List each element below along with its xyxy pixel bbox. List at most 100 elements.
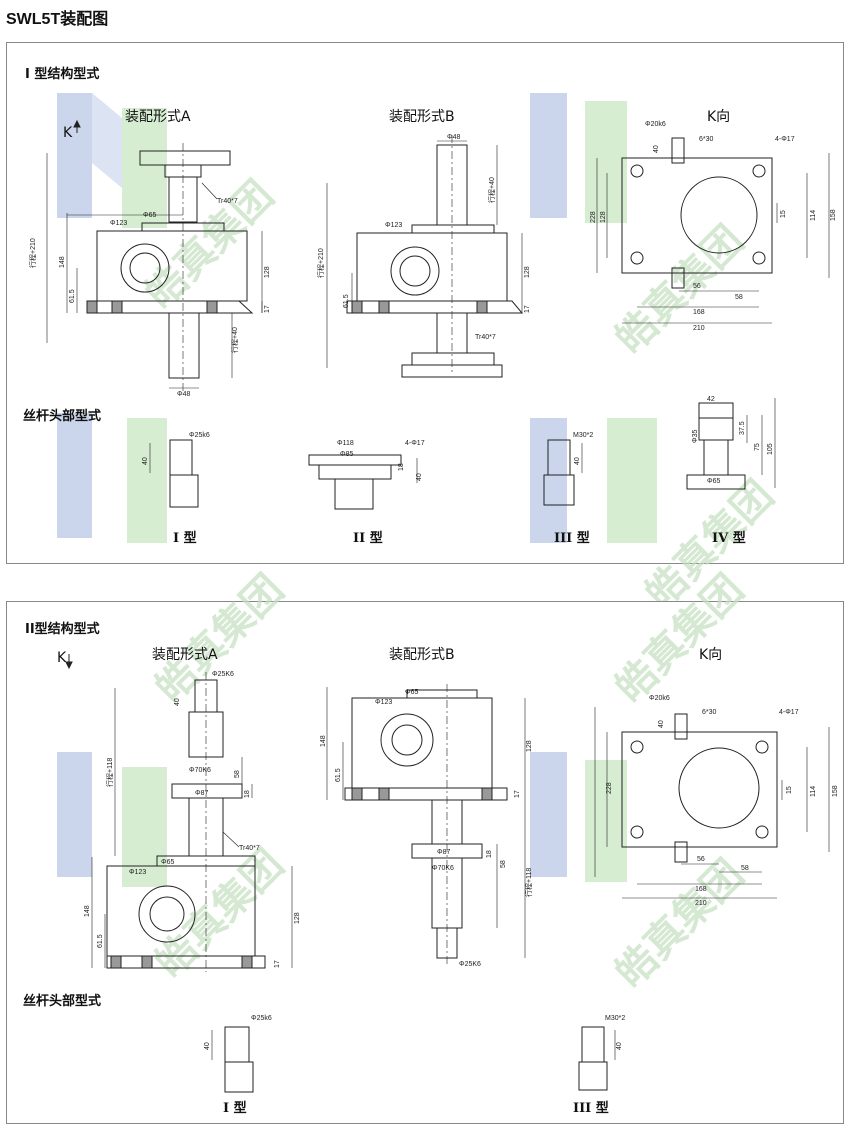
dim-label: 40 bbox=[574, 457, 581, 465]
dim-label: Tr40*7 bbox=[475, 334, 496, 341]
dim-label: 128 bbox=[526, 740, 533, 752]
dim-label: 58 bbox=[234, 770, 241, 778]
dim-label: 148 bbox=[59, 256, 66, 268]
dim-label: 158 bbox=[832, 785, 839, 797]
dim-label: Φ65 bbox=[161, 859, 174, 866]
assembly-a-heading: 装配形式A bbox=[152, 647, 218, 663]
dim-label: 40 bbox=[416, 473, 423, 481]
dim-label: 158 bbox=[830, 209, 837, 221]
dim-label: 114 bbox=[810, 210, 817, 221]
dim-label: 40 bbox=[174, 698, 181, 706]
dim-label: Φ123 bbox=[375, 699, 392, 706]
dim-label: 4-Φ17 bbox=[405, 440, 425, 447]
assembly-b-drawing bbox=[326, 684, 526, 967]
assembly-a-heading: 装配形式A bbox=[125, 109, 191, 125]
dim-label: 40 bbox=[204, 1042, 211, 1050]
k-view-heading: K向 bbox=[707, 109, 731, 125]
dim-label: 18 bbox=[244, 790, 251, 798]
dim-label: 168 bbox=[693, 309, 705, 316]
dim-label: 18 bbox=[398, 463, 405, 471]
dim-label: 15 bbox=[786, 786, 793, 794]
dim-label: 4-Φ17 bbox=[779, 709, 799, 716]
screw-head-heading: 丝杆头部型式 bbox=[23, 994, 102, 1009]
dim-label: 17 bbox=[524, 305, 531, 313]
dim-label: 228 bbox=[590, 211, 597, 223]
dim-label: Tr40*7 bbox=[217, 198, 238, 205]
dim-label: 75 bbox=[754, 443, 761, 451]
dim-label: 4-Φ17 bbox=[775, 136, 795, 143]
dim-label: 105 bbox=[767, 443, 774, 455]
dim-label: M30*2 bbox=[573, 432, 593, 439]
dim-label: 148 bbox=[320, 735, 327, 747]
assembly-a-dim-labels: 行程+210 148 61.5 128 17 Φ123 Φ65 Tr40*7 行… bbox=[28, 198, 271, 398]
panel-type-i-structure: 皓真集团 皓真集团 皓真集团 I 型结构型式 装配形式A 装配形式B K向 K … bbox=[6, 42, 844, 618]
assembly-a-drawing bbox=[65, 654, 293, 972]
dim-label: 168 bbox=[695, 886, 707, 893]
dim-label: 行程+118 bbox=[105, 758, 114, 787]
dim-label: 61.5 bbox=[69, 289, 76, 303]
dim-label: 56 bbox=[693, 283, 701, 290]
dim-label: Φ123 bbox=[385, 222, 402, 229]
screw-head-dim-labels: Φ25k6 40 M30*2 40 bbox=[204, 1015, 625, 1050]
dim-label: Φ87 bbox=[195, 790, 208, 797]
dim-label: Φ65 bbox=[405, 689, 418, 696]
dim-label: 58 bbox=[735, 294, 743, 301]
k-view-dim-labels: Φ20k6 6*30 4-Φ17 40 228 15 114 158 56 58… bbox=[606, 695, 839, 907]
dim-label: 42 bbox=[707, 396, 715, 403]
dim-label: 15 bbox=[780, 210, 787, 218]
type-label: II 型 bbox=[353, 531, 383, 546]
k-view-drawing bbox=[594, 707, 830, 899]
screw-head-types-drawing bbox=[149, 398, 776, 510]
k-view-dim-labels: Φ20k6 6*30 4-Φ17 40 228 128 15 114 158 5… bbox=[590, 121, 837, 332]
screw-head-types-drawing bbox=[211, 1026, 616, 1093]
dim-label: 58 bbox=[500, 860, 507, 868]
assembly-b-drawing bbox=[326, 135, 524, 378]
page-title: SWL5T装配图 bbox=[6, 11, 109, 28]
dim-label: 148 bbox=[84, 905, 91, 917]
type-label: I 型 bbox=[173, 531, 197, 546]
dim-label: Φ123 bbox=[129, 869, 146, 876]
dim-label: 210 bbox=[695, 900, 707, 907]
dim-label: 128 bbox=[600, 211, 607, 223]
dim-label: 行程+40 bbox=[230, 327, 239, 353]
dim-label: 17 bbox=[264, 305, 271, 313]
assembly-a-drawing bbox=[46, 119, 263, 393]
dim-label: Φ70K6 bbox=[432, 865, 454, 872]
dim-label: 228 bbox=[606, 782, 613, 794]
dim-label: 114 bbox=[810, 786, 817, 797]
screw-head-dim-labels: Φ25k6 40 Φ118 Φ85 4-Φ17 18 40 M30*2 40 4… bbox=[142, 396, 774, 485]
dim-label: 128 bbox=[264, 266, 271, 278]
dim-label: 行程+118 bbox=[524, 868, 533, 897]
dim-label: 18 bbox=[486, 850, 493, 858]
dim-label: 行程+40 bbox=[487, 177, 496, 203]
k-arrow-label: K bbox=[63, 125, 73, 141]
type-label: IV 型 bbox=[712, 531, 746, 546]
dim-label: 56 bbox=[697, 856, 705, 863]
assembly-a-dim-labels: Φ25K6 40 行程+118 Φ70K6 58 Φ87 18 Tr40*7 Φ… bbox=[84, 671, 301, 968]
dim-label: 6*30 bbox=[699, 136, 714, 143]
dim-label: Φ70K6 bbox=[189, 767, 211, 774]
dim-label: M30*2 bbox=[605, 1015, 625, 1022]
k-view-drawing bbox=[596, 137, 830, 324]
dim-label: Φ85 bbox=[340, 451, 353, 458]
dim-label: 61.5 bbox=[343, 294, 350, 308]
screw-head-heading: 丝杆头部型式 bbox=[23, 409, 102, 424]
dim-label: 行程+210 bbox=[28, 238, 37, 268]
dim-label: 17 bbox=[274, 960, 281, 968]
dim-label: Φ118 bbox=[337, 440, 354, 447]
dim-label: Tr40*7 bbox=[239, 845, 260, 852]
section-title: II型结构型式 bbox=[25, 622, 100, 637]
dim-label: 61.5 bbox=[97, 934, 104, 948]
dim-label: 40 bbox=[142, 457, 149, 465]
type-label: III 型 bbox=[554, 531, 590, 546]
dim-label: 行程+210 bbox=[316, 248, 325, 278]
assembly-b-dim-labels: Φ65 Φ123 148 61.5 128 17 Φ87 18 Φ70K6 58… bbox=[320, 689, 533, 968]
dim-label: 40 bbox=[658, 720, 665, 728]
assembly-b-heading: 装配形式B bbox=[389, 109, 455, 125]
dim-label: Φ20k6 bbox=[649, 695, 670, 702]
dim-label: Φ25K6 bbox=[212, 671, 234, 678]
k-view-heading: K向 bbox=[699, 647, 723, 663]
dim-label: 128 bbox=[524, 266, 531, 278]
dim-label: Φ20k6 bbox=[645, 121, 666, 128]
dim-label: Φ65 bbox=[143, 212, 156, 219]
